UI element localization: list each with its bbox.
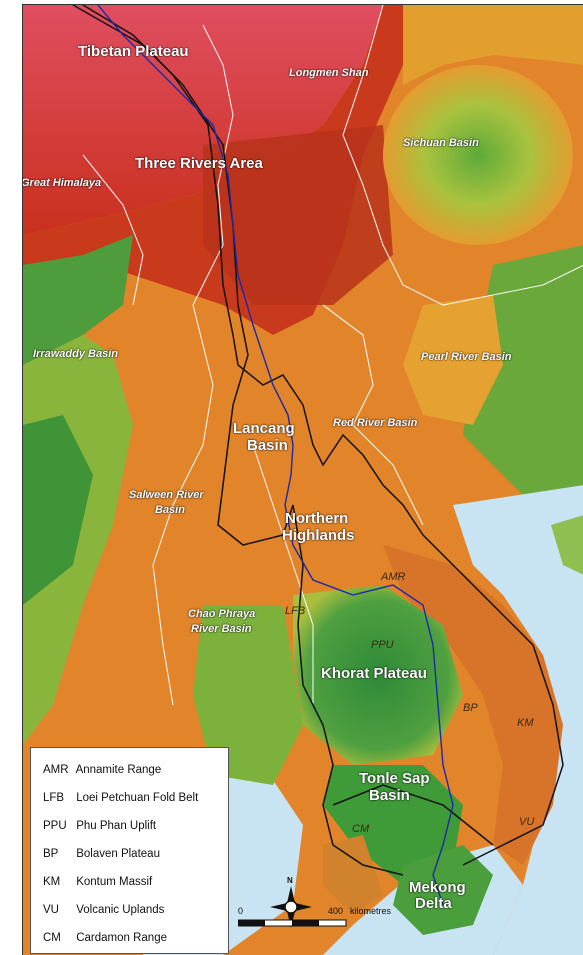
legend-name: Volcanic Uplands bbox=[76, 904, 165, 916]
legend-item-bp: BP Bolaven Plateau bbox=[43, 848, 160, 860]
legend-abbr: KM bbox=[43, 876, 61, 888]
country-borders bbox=[82, 5, 583, 706]
legend-item-cm: CM Cardamon Range bbox=[43, 932, 167, 944]
code-vu: VU bbox=[519, 816, 535, 828]
code-lfb: LFB bbox=[285, 605, 306, 617]
cardamon-range-area bbox=[323, 835, 383, 915]
scale-bar-graphic bbox=[238, 919, 347, 927]
label-chao-phraya-river-basin: River Basin bbox=[191, 623, 252, 635]
compass-rose-icon bbox=[270, 886, 312, 928]
code-amr: AMR bbox=[381, 571, 406, 583]
label-salween-basin: Basin bbox=[155, 504, 185, 516]
west-green-area bbox=[23, 235, 133, 365]
legend-name: Phu Phan Uplift bbox=[76, 820, 157, 832]
label-lancang: Lancang bbox=[233, 420, 295, 437]
legend-item-ppu: PPU Phu Phan Uplift bbox=[43, 820, 156, 832]
label-longmen-shan: Longmen Shan bbox=[289, 67, 369, 79]
code-km: KM bbox=[517, 717, 534, 729]
scale-end: 400 bbox=[328, 906, 344, 916]
legend-abbr: PPU bbox=[43, 820, 67, 832]
label-tonle-sap: Tonle Sap bbox=[359, 770, 430, 787]
legend-name: Kontum Massif bbox=[76, 876, 153, 888]
chao-phraya-plain-area bbox=[193, 605, 303, 785]
north-edge-orange bbox=[403, 5, 583, 85]
legend-abbr: LFB bbox=[43, 792, 65, 804]
label-highlands: Highlands bbox=[282, 527, 355, 544]
basin-outlines bbox=[72, 5, 564, 876]
label-mekong-delta: Delta bbox=[415, 895, 452, 912]
legend-item-amr: AMR Annamite Range bbox=[43, 764, 161, 776]
legend-abbr: VU bbox=[43, 904, 59, 916]
legend-name: Loei Petchuan Fold Belt bbox=[76, 792, 199, 804]
terrain-svg bbox=[23, 5, 583, 955]
sichuan-basin-area bbox=[383, 65, 573, 245]
legend-box: AMR Annamite Range LFB Loei Petchuan Fol… bbox=[30, 747, 229, 954]
legend-item-lfb: LFB Loei Petchuan Fold Belt bbox=[43, 792, 198, 804]
irrawaddy-green-core bbox=[23, 415, 93, 605]
label-great-himalaya: Great Himalaya bbox=[22, 177, 102, 189]
label-sichuan-basin: Sichuan Basin bbox=[403, 137, 479, 149]
label-tonle-sap-basin: Basin bbox=[369, 787, 410, 804]
label-lancang-basin: Basin bbox=[247, 437, 288, 454]
khorat-plateau-area bbox=[293, 585, 463, 765]
label-salween-river: Salween River bbox=[129, 489, 204, 501]
label-chao-phraya: Chao Phraya bbox=[188, 608, 256, 620]
label-northern: Northern bbox=[285, 510, 349, 527]
label-mekong: Mekong bbox=[409, 879, 466, 896]
code-ppu: PPU bbox=[371, 639, 394, 651]
label-pearl-river-basin: Pearl River Basin bbox=[421, 351, 512, 363]
legend-item-vu: VU Volcanic Uplands bbox=[43, 904, 164, 916]
label-three-rivers-area: Three Rivers Area bbox=[135, 155, 263, 172]
code-bp: BP bbox=[463, 702, 478, 714]
legend-abbr: CM bbox=[43, 932, 61, 944]
annamite-ridge-area bbox=[383, 545, 563, 865]
north-arrow: N bbox=[268, 876, 314, 928]
scale-unit: kilometres bbox=[350, 906, 392, 916]
legend-item-km: KM Kontum Massif bbox=[43, 876, 152, 888]
tibetan-plateau-area bbox=[23, 5, 383, 235]
hainan-island bbox=[551, 515, 583, 575]
legend-abbr: BP bbox=[43, 848, 59, 860]
sea-east bbox=[453, 485, 583, 955]
terrain-map[interactable]: Tibetan Plateau Three Rivers Area Lancan… bbox=[22, 4, 583, 955]
north-label: N bbox=[287, 876, 293, 885]
legend-name: Bolaven Plateau bbox=[76, 848, 160, 860]
three-rivers-relief bbox=[203, 125, 393, 305]
legend-abbr: AMR bbox=[43, 764, 69, 776]
code-cm: CM bbox=[352, 823, 370, 835]
label-khorat-plateau: Khorat Plateau bbox=[321, 665, 427, 682]
legend-name: Annamite Range bbox=[75, 764, 162, 776]
mekong-delta-area bbox=[393, 845, 493, 935]
label-irrawaddy-basin: Irrawaddy Basin bbox=[33, 348, 118, 360]
mekong-river bbox=[97, 5, 454, 906]
label-tibetan-plateau: Tibetan Plateau bbox=[78, 43, 189, 60]
scale-start: 0 bbox=[238, 906, 244, 916]
legend-name: Cardamon Range bbox=[76, 932, 167, 944]
pearl-river-orange-area bbox=[403, 295, 503, 425]
label-red-river-basin: Red River Basin bbox=[333, 417, 418, 429]
